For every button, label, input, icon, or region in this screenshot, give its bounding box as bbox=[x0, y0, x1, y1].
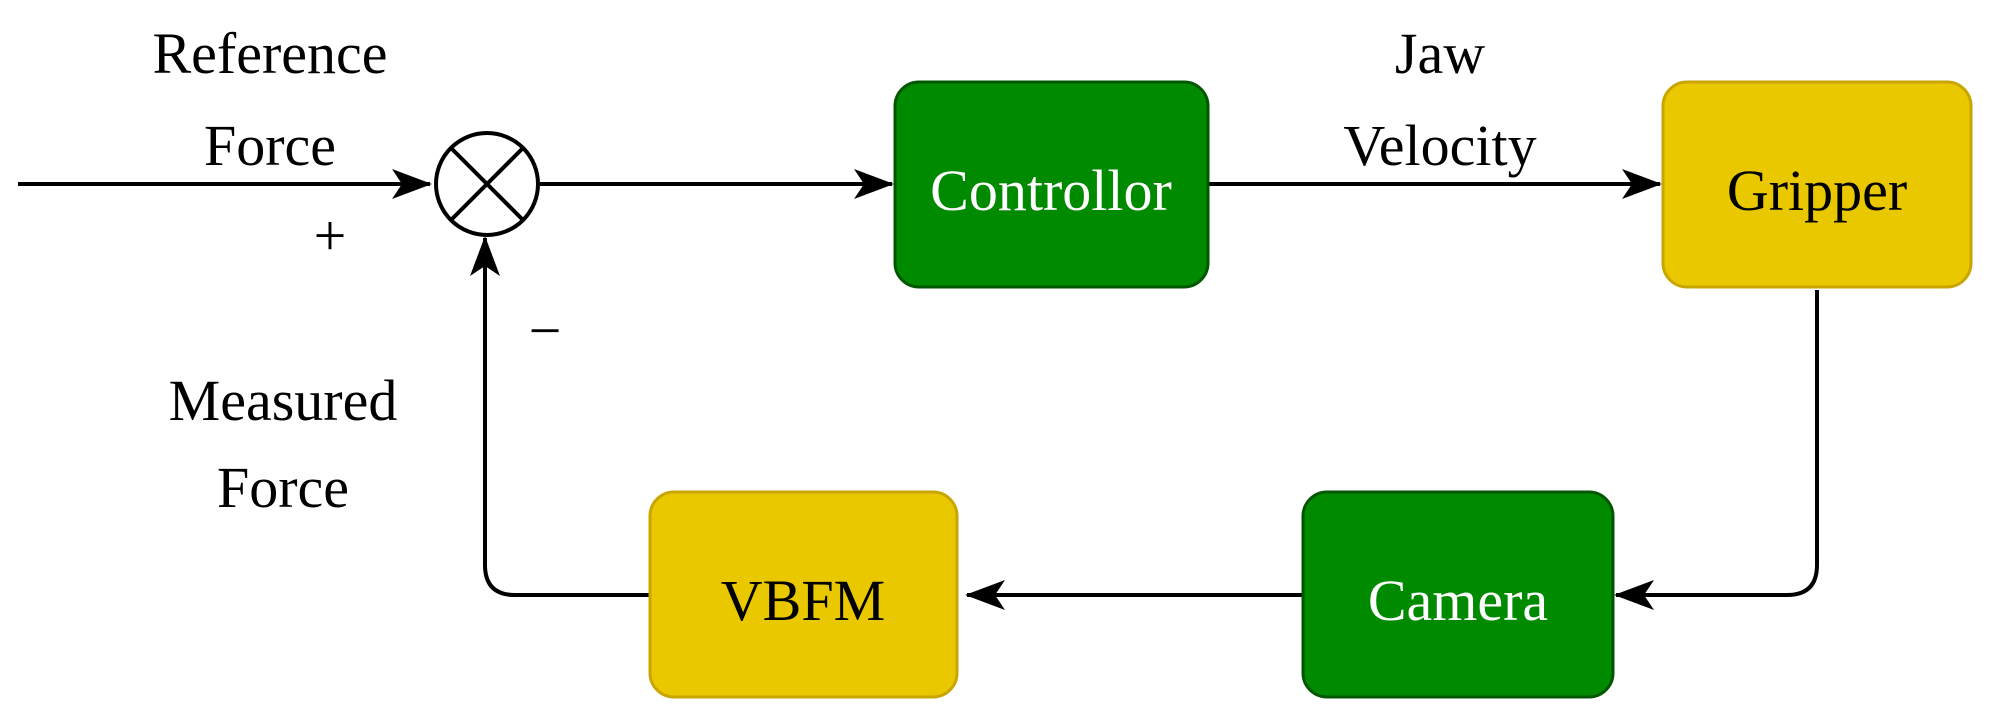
gripper-box bbox=[1661, 80, 1973, 289]
summing-junction bbox=[434, 131, 540, 237]
controller-label: Controllor bbox=[930, 158, 1172, 223]
reference-force-label-line2: Force bbox=[204, 113, 336, 178]
gripper-to-camera-arrow bbox=[1614, 290, 1819, 610]
camera-box bbox=[1301, 490, 1615, 699]
reference-force-label-line1: Reference bbox=[152, 21, 387, 86]
gripper-block: Gripper bbox=[1661, 80, 1973, 289]
controller-box bbox=[893, 80, 1210, 289]
vbfm-label: VBFM bbox=[721, 568, 885, 633]
plus-sign: + bbox=[314, 203, 347, 268]
controller-block: Controllor bbox=[893, 80, 1210, 289]
camera-label: Camera bbox=[1368, 568, 1548, 633]
measured-force-label-line1: Measured bbox=[169, 368, 398, 433]
measured-force-label-line2: Force bbox=[217, 455, 349, 520]
jaw-velocity-label-line1: Jaw bbox=[1395, 21, 1485, 86]
camera-block: Camera bbox=[1301, 490, 1615, 699]
signal-labels: Reference Force + Jaw Velocity − Measure… bbox=[152, 21, 1536, 520]
cross-stroke-b bbox=[449, 146, 525, 222]
gripper-label: Gripper bbox=[1727, 158, 1907, 223]
vbfm-box bbox=[648, 490, 959, 699]
vbfm-block: VBFM bbox=[648, 490, 959, 699]
vbfm-to-junction-arrow bbox=[470, 236, 650, 597]
minus-sign: − bbox=[529, 298, 562, 363]
jaw-velocity-label-line2: Velocity bbox=[1343, 113, 1536, 178]
connectors bbox=[18, 169, 1819, 610]
